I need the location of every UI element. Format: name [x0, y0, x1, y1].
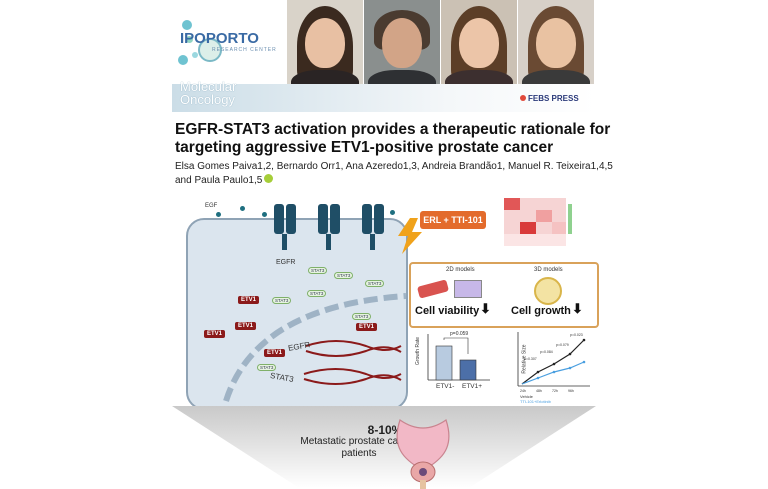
stat3-node: STAT3 — [307, 290, 327, 297]
viability-down-arrow-icon: ⬇ — [480, 301, 491, 316]
journal-name: Molecular Oncology — [180, 79, 237, 107]
line-x-4: 96h — [568, 389, 574, 393]
author-photo-4 — [518, 0, 594, 88]
egf-ligand — [240, 206, 245, 211]
decorative-dot — [182, 20, 192, 30]
stat3-node: STAT3 — [257, 364, 277, 371]
egf-ligand — [390, 210, 395, 215]
stat3-node: STAT3 — [334, 272, 354, 279]
etv1-node: ETV1 — [356, 323, 378, 331]
decorative-dot — [192, 52, 198, 58]
line-x-3: 72h — [552, 389, 558, 393]
growth-label: Cell growth — [511, 305, 571, 317]
legend-combo: TTI-101+Erlotinib — [520, 399, 551, 404]
article-authors: Elsa Gomes Paiva1,2, Bernardo Orr1, Ana … — [175, 161, 613, 186]
treatment-badge: ERL + TTI-101 — [420, 211, 486, 229]
prevalence-caption: Metastatic prostate cancer patients — [300, 436, 418, 459]
line-p-2: p=0.084 — [540, 350, 553, 354]
growth-rate-bar-chart — [427, 334, 490, 381]
relative-size-line-chart — [517, 332, 590, 387]
viability-label: Cell viability — [415, 305, 480, 317]
well-plate-icon — [454, 280, 482, 298]
etv1-node: ETV1 — [235, 322, 257, 330]
institution-logo: IPOPORTO — [180, 30, 259, 47]
models-panel — [409, 262, 599, 328]
stat3-node: STAT3 — [272, 297, 292, 304]
institution-subtitle: RESEARCH CENTER — [212, 47, 277, 53]
line-p-3: p=0.079 — [556, 343, 569, 347]
bar-category-2: ETV1+ — [462, 383, 483, 390]
series-combo — [521, 361, 585, 385]
etv1-node: ETV1 — [204, 330, 226, 338]
prostate-illustration — [396, 419, 450, 489]
stat3-node: STAT3 — [308, 267, 328, 274]
author-photo-3 — [441, 0, 517, 88]
bar-p-value: p=0.059 — [450, 331, 469, 337]
synergy-heatmap — [504, 198, 572, 246]
etv1-node: ETV1 — [264, 349, 286, 357]
series-vehicle — [521, 339, 585, 385]
prevalence-value: 8-10% — [367, 423, 403, 437]
growth-down-arrow-icon: ⬇ — [572, 301, 583, 316]
receptor-and-nucleus-svg — [223, 204, 406, 402]
article-title: EGFR-STAT3 activation provides a therape… — [175, 121, 611, 156]
egf-ligand — [262, 212, 267, 217]
egf-label: EGF — [205, 203, 218, 209]
stat3-node: STAT3 — [352, 313, 372, 320]
orcid-icon — [264, 174, 273, 183]
line-x-2: 48h — [536, 389, 542, 393]
stat3-node: STAT3 — [365, 280, 385, 287]
egfr-label: EGFR — [276, 259, 296, 266]
bar-y-label: Growth Rate — [415, 336, 422, 366]
models-2d-label: 2D models — [446, 267, 475, 273]
author-photo-2 — [364, 0, 440, 88]
author-photo-1 — [287, 0, 363, 88]
line-x-1: 24h — [520, 389, 526, 393]
line-p-4: p=0.023 — [570, 333, 583, 337]
spheroid-icon — [534, 277, 562, 305]
line-p-1: p=0.307 — [524, 357, 537, 361]
etv1-node: ETV1 — [238, 296, 260, 304]
bar-etv1-pos — [459, 359, 477, 381]
decorative-dot — [178, 55, 188, 65]
publisher-name: FEBS PRESS — [528, 94, 579, 103]
lightning-icon — [398, 218, 422, 254]
egf-ligand — [216, 212, 221, 217]
legend-vehicle: Vehicle — [520, 394, 533, 399]
publisher-logo-icon — [520, 95, 526, 101]
bar-etv1-neg — [435, 345, 453, 381]
logo-emblem — [198, 38, 222, 62]
models-3d-label: 3D models — [534, 267, 563, 273]
bar-category-1: ETV1- — [436, 383, 455, 390]
decorative-dot — [186, 36, 193, 43]
